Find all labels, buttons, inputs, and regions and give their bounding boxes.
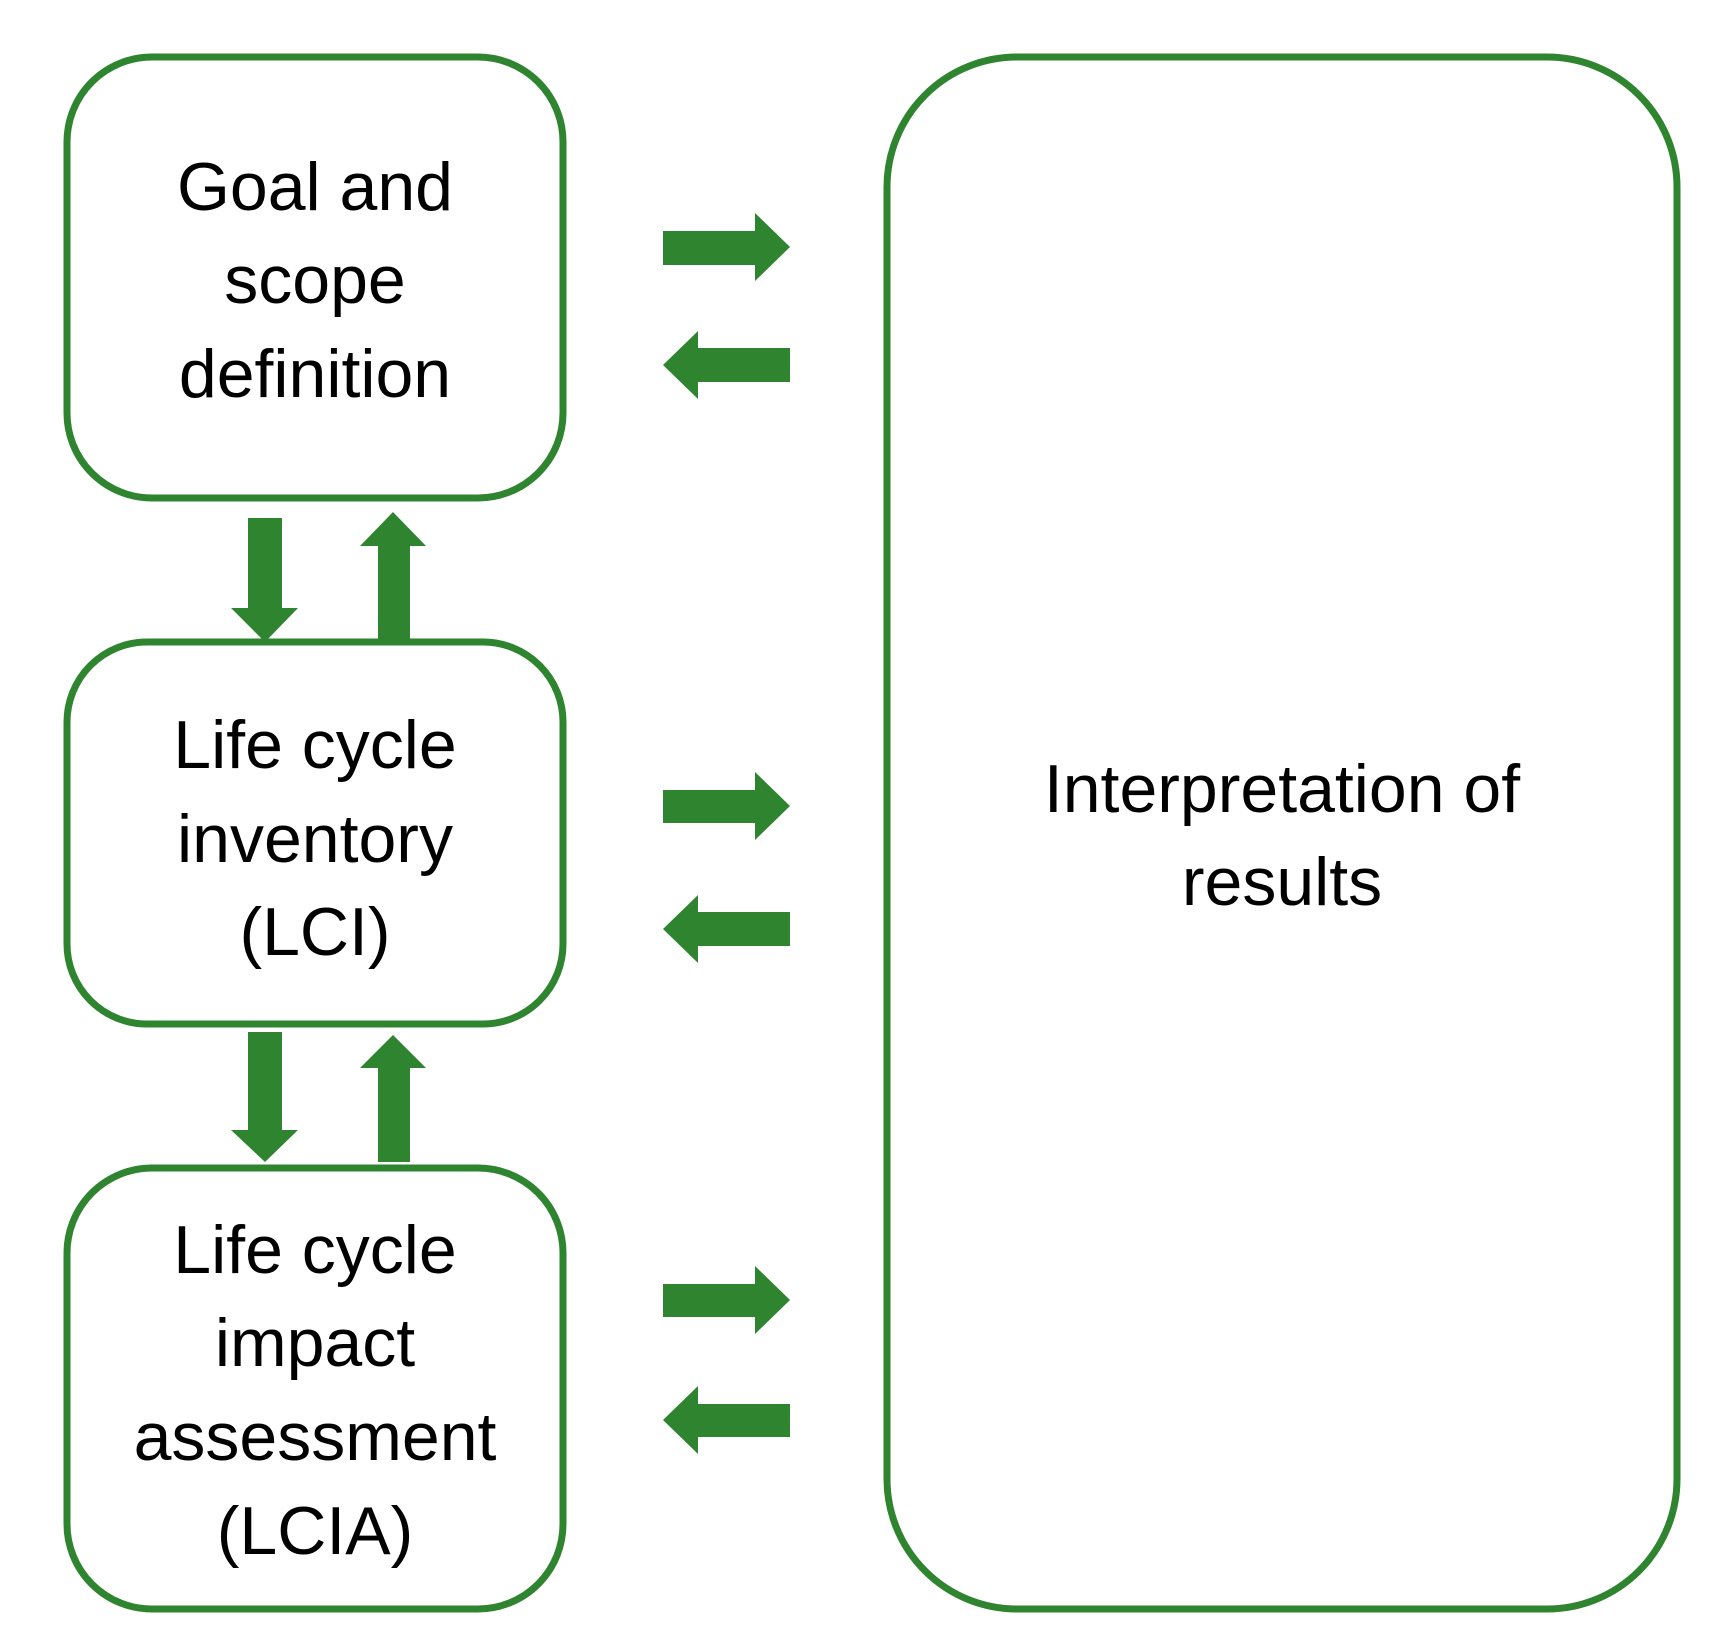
interpretation-box-line-1: Interpretation of [1044, 751, 1520, 827]
arrow-right-goal-to-interpretation [663, 213, 790, 281]
arrow-left-interpretation-to-lci [663, 895, 790, 963]
arrow-right-lci-to-interpretation [663, 772, 790, 840]
interpretation-box: Interpretation of results [883, 53, 1681, 1613]
lcia-box-line-3: assessment [134, 1399, 497, 1475]
arrow-down-goal-to-lci [231, 518, 298, 642]
goal-box-line-3: definition [179, 336, 451, 412]
arrow-left-interpretation-to-goal [663, 331, 790, 399]
arrow-up-lci-to-goal [360, 512, 426, 642]
arrow-up-lcia-to-lci [360, 1035, 426, 1162]
lcia-box-line-2: impact [215, 1305, 415, 1381]
arrow-down-lci-to-lcia [231, 1032, 298, 1162]
arrow-right-lcia-to-interpretation [663, 1266, 790, 1334]
lcia-box: Life cycle impact assessment (LCIA) [63, 1164, 567, 1613]
goal-box-line-1: Goal and [177, 149, 453, 225]
lci-box-line-3: (LCI) [239, 894, 390, 970]
lci-box: Life cycle inventory (LCI) [63, 638, 567, 1028]
lci-box-line-2: inventory [177, 801, 453, 877]
interpretation-box-line-2: results [1182, 844, 1382, 920]
lcia-box-line-1: Life cycle [173, 1212, 456, 1288]
arrow-left-interpretation-to-lcia [663, 1386, 790, 1454]
lci-box-line-1: Life cycle [173, 707, 456, 783]
lcia-box-line-4: (LCIA) [217, 1493, 413, 1569]
goal-and-scope-box: Goal and scope definition [63, 53, 567, 502]
goal-box-line-2: scope [224, 242, 405, 318]
